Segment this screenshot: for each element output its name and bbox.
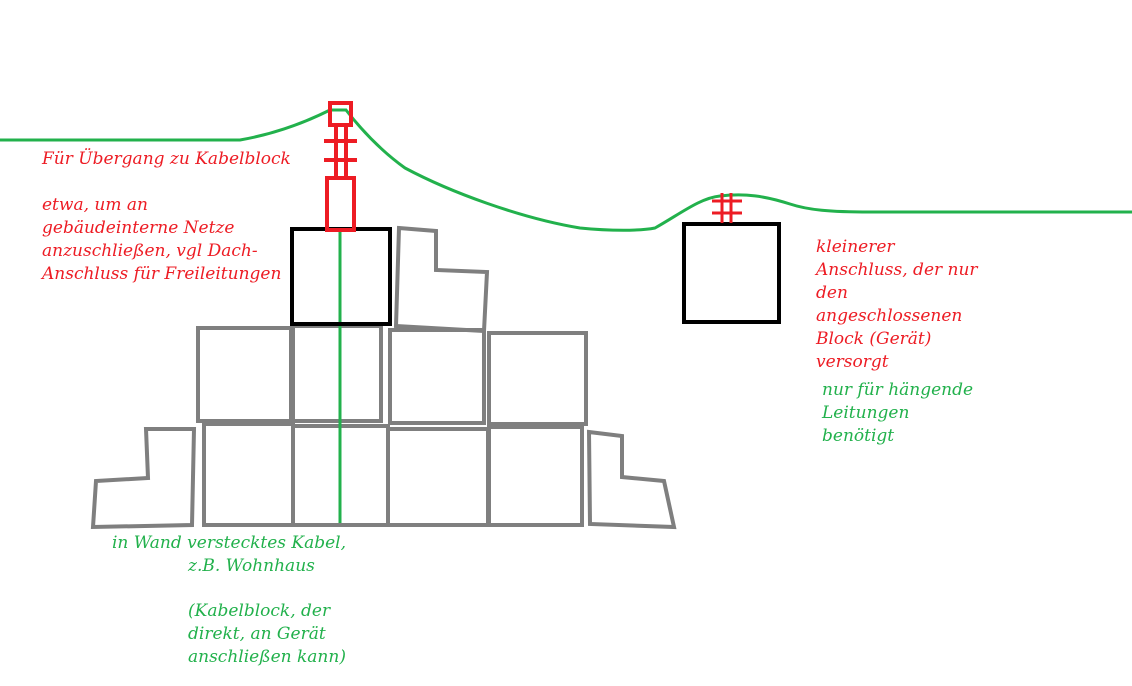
connector-body: [325, 176, 356, 232]
device-block: [682, 222, 781, 324]
stone-block: [393, 225, 490, 334]
stone-block: [388, 328, 486, 425]
wall-cable-label-line1: in Wand verstecktes Kabel,: [112, 533, 347, 553]
stone-block: [487, 331, 588, 426]
wall-cable-label-line2: z.B. Wohnhaus: [188, 556, 315, 576]
transition-description: etwa, um an gebäudeinterne Netze anzusch…: [42, 195, 282, 284]
stone-block: [291, 324, 383, 423]
stone-block: [586, 429, 677, 530]
hanging-cable-note: nur für hängende Leitungen benötigt: [822, 380, 974, 446]
cable-block-note: (Kabelblock, der direkt, an Gerät anschl…: [188, 601, 346, 667]
overhead-cable: [0, 108, 1132, 232]
stone-block: [386, 427, 490, 527]
stone-block: [90, 427, 197, 530]
small-connector: [712, 193, 742, 223]
stone-block: [202, 422, 295, 527]
stone-wall: [90, 225, 677, 530]
transition-title: Für Übergang zu Kabelblock: [42, 149, 291, 169]
transition-connector: [324, 101, 357, 232]
stone-block: [487, 425, 584, 527]
small-connector-description: kleinerer Anschluss, der nur den angesch…: [816, 237, 978, 372]
stone-block: [196, 326, 293, 423]
connector-head: [328, 101, 353, 127]
